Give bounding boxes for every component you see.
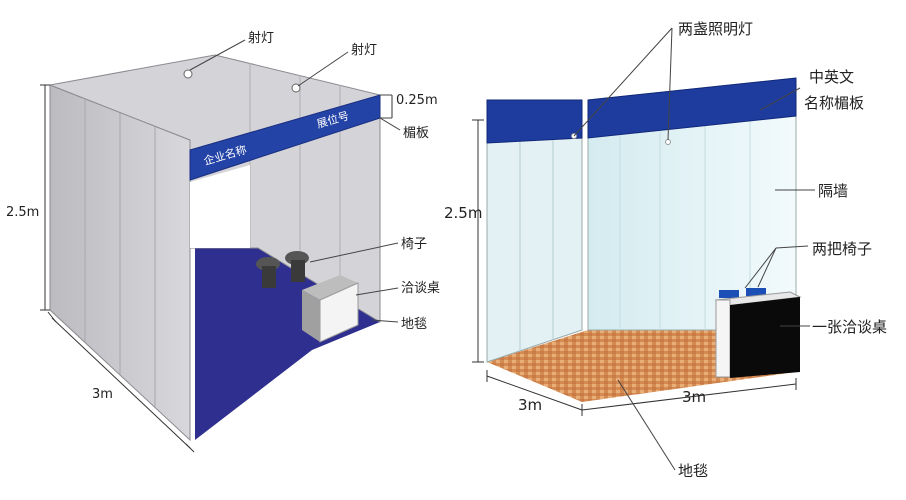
height-label: 2.5m <box>444 204 482 222</box>
spotlight-label-2: 射灯 <box>351 42 377 58</box>
carpet-label: 地毯 <box>678 462 708 480</box>
chairs-label: 两把椅子 <box>812 240 872 258</box>
chair-icon <box>719 290 739 298</box>
fascia-label-line2: 名称楣板 <box>804 94 864 112</box>
depth-label: 3m <box>518 396 542 414</box>
right-booth: 两盏照明灯 中英文 名称楣板 隔墙 两把椅子 一张洽谈桌 2.5m 3m 3m … <box>444 20 887 480</box>
wall-label: 隔墙 <box>818 182 848 200</box>
fascia-label-line1: 中英文 <box>809 68 854 86</box>
spotlight-icon <box>183 69 193 79</box>
right-fascia-main <box>587 77 797 139</box>
height-label: 2.5m <box>6 205 39 220</box>
spotlight-label-1: 射灯 <box>248 30 274 46</box>
lights-label: 两盏照明灯 <box>678 20 753 38</box>
carpet-label: 地毯 <box>401 317 427 332</box>
table-label: 一张洽谈桌 <box>812 318 887 336</box>
chair-label: 椅子 <box>401 237 427 252</box>
width-label: 3m <box>92 387 113 402</box>
fascia-label: 楣板 <box>403 126 429 141</box>
right-fascia-left <box>486 99 583 144</box>
chair-icon <box>746 288 766 296</box>
light-icon <box>665 139 671 145</box>
left-table <box>302 275 358 300</box>
fascia-height-label: 0.25m <box>396 93 438 108</box>
left-booth: 企业名称 展位号 射灯 射灯 0.25m 楣板 <box>6 30 440 453</box>
width-label: 3m <box>682 388 706 406</box>
table-label: 洽谈桌 <box>401 281 440 296</box>
